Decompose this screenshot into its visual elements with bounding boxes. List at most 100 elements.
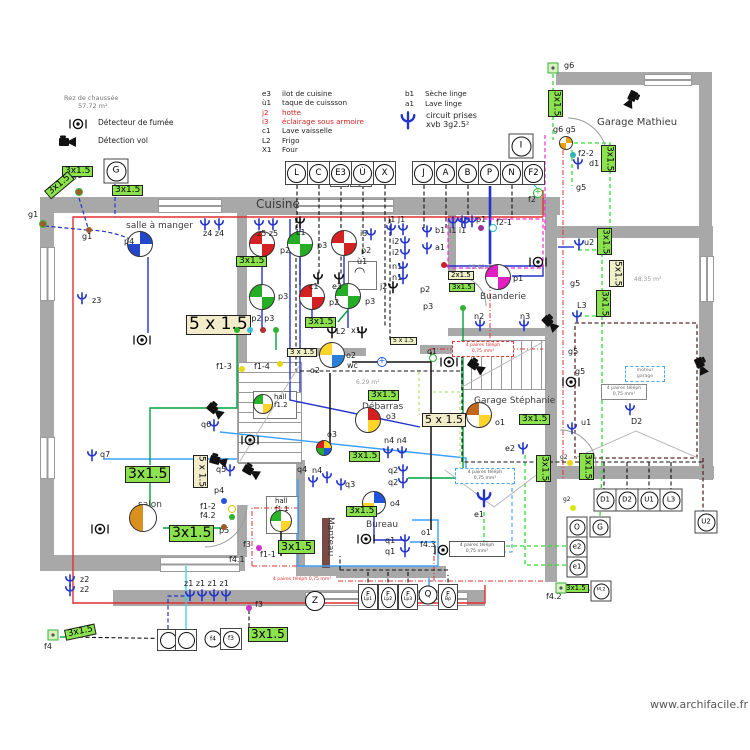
device-label: b1 [435,226,446,235]
device-label: q7 [100,450,111,459]
cable-section-tag: 3x1.5 [563,584,589,594]
device-label: f3 [243,540,251,549]
camera-icon [58,134,78,148]
device-label: z3 [92,296,102,305]
cable-section-tag: 3x1.5 [536,455,552,483]
device-label: f4.2 [546,592,562,601]
device-label: p3 [423,302,434,311]
cable-section-tag: 3x1.5 [449,283,475,293]
junction-dot [478,225,484,231]
device-label: p2 [361,246,372,255]
socket-icon [64,584,77,597]
junction-dot [75,188,83,196]
legend-key: b1 [405,89,415,98]
room-label: Buanderie [480,292,527,302]
junction-dot: + [533,187,543,198]
light-circuit-pie [319,342,345,368]
breaker-Q: Q [418,585,438,605]
socket-icon [399,247,412,260]
breaker-cell: J [412,161,435,185]
room-label: Bureau [366,520,399,530]
device-label: f1.2 [274,401,288,409]
window [296,199,394,213]
light-circuit-pie [466,402,492,428]
socket-icon [220,589,233,602]
legend-key: c1 [262,126,271,136]
breaker-circle: L3 [662,491,680,509]
light-circuit-pie [129,504,157,532]
junction-dot [247,327,253,333]
room-label: Manteau [325,517,335,557]
light-circuit-pie [485,264,511,290]
device-label: o2 [310,366,320,375]
cable-section-tag: 3x1.5 [248,627,288,642]
socket-icon [624,403,637,416]
socket-icon [474,488,494,508]
breaker-Z: Z [305,591,325,611]
junction-dot [429,354,437,362]
device-label: ◠ [354,265,366,280]
device-label: p2 [420,285,431,294]
junction-dot [260,327,266,333]
cable-section-tag: 3x1.5 [368,390,400,402]
device-label: hall [274,393,287,401]
junction-dot [570,152,576,158]
socket-icon [396,446,409,459]
breaker-cell: P [478,161,501,185]
breaker-F2: F2 [524,163,543,183]
breaker-circle: U1 [640,491,658,509]
junction-dot [273,327,279,333]
camera-icon [621,88,642,112]
device-label: o4 [390,499,400,508]
cable-section-tag: 3x1.5 [601,145,617,173]
device-label: f2-1 [496,218,512,227]
cable-section-tag: 2x1.5 [448,271,474,281]
socket-icon [398,110,418,130]
breaker-cell: B [456,161,479,185]
device-label: g1 [28,210,39,219]
cable-section-tag: 5 x 1.5 [193,455,209,489]
note-line: 0,75 mm² [465,548,489,554]
device-label: z4 z4 [203,229,225,238]
breaker-cell: C [307,161,330,185]
socket-icon [518,319,531,332]
breaker-cell: X [373,161,396,185]
socket-icon [326,326,339,339]
breaker-I: I [508,133,534,159]
breaker-P: P [480,163,499,183]
device-label: g1 [82,232,93,241]
device-label: f4.2 [200,511,216,520]
socket-icon [572,157,585,170]
device-label: g2 [560,454,568,461]
socket-icon [397,476,410,489]
device-label: q4 [297,465,308,474]
device-label: n4 n4 [384,436,407,445]
socket-icon [321,471,334,484]
device-label: g5 [568,347,579,356]
junction-dot [567,460,573,466]
socket-icon [199,218,212,231]
cable-section-tag: 3 x 1.5 [287,348,318,358]
smoke-detector-icon [68,118,88,131]
cable-section-tag: 5 x 1.5 [422,413,466,427]
cable-section-tag: 3x1.5 [112,185,144,197]
wire-wg [337,309,349,323]
socket-icon [517,442,530,455]
device-label: o1 [421,528,431,537]
cable-section-tag: 3x1.5 [278,540,316,554]
cable-section-tag: 3x1.5 [62,166,94,178]
junction-dot [229,514,235,520]
cable-section-tag: 3x1.5 [44,170,76,200]
junction-dot [570,505,576,511]
device-label: f4 [44,642,52,651]
legend-key: a1 [405,98,414,108]
device-label: g6 g5 [553,125,576,134]
device-label: g6 [564,61,575,70]
device-label: d1 [589,159,600,168]
